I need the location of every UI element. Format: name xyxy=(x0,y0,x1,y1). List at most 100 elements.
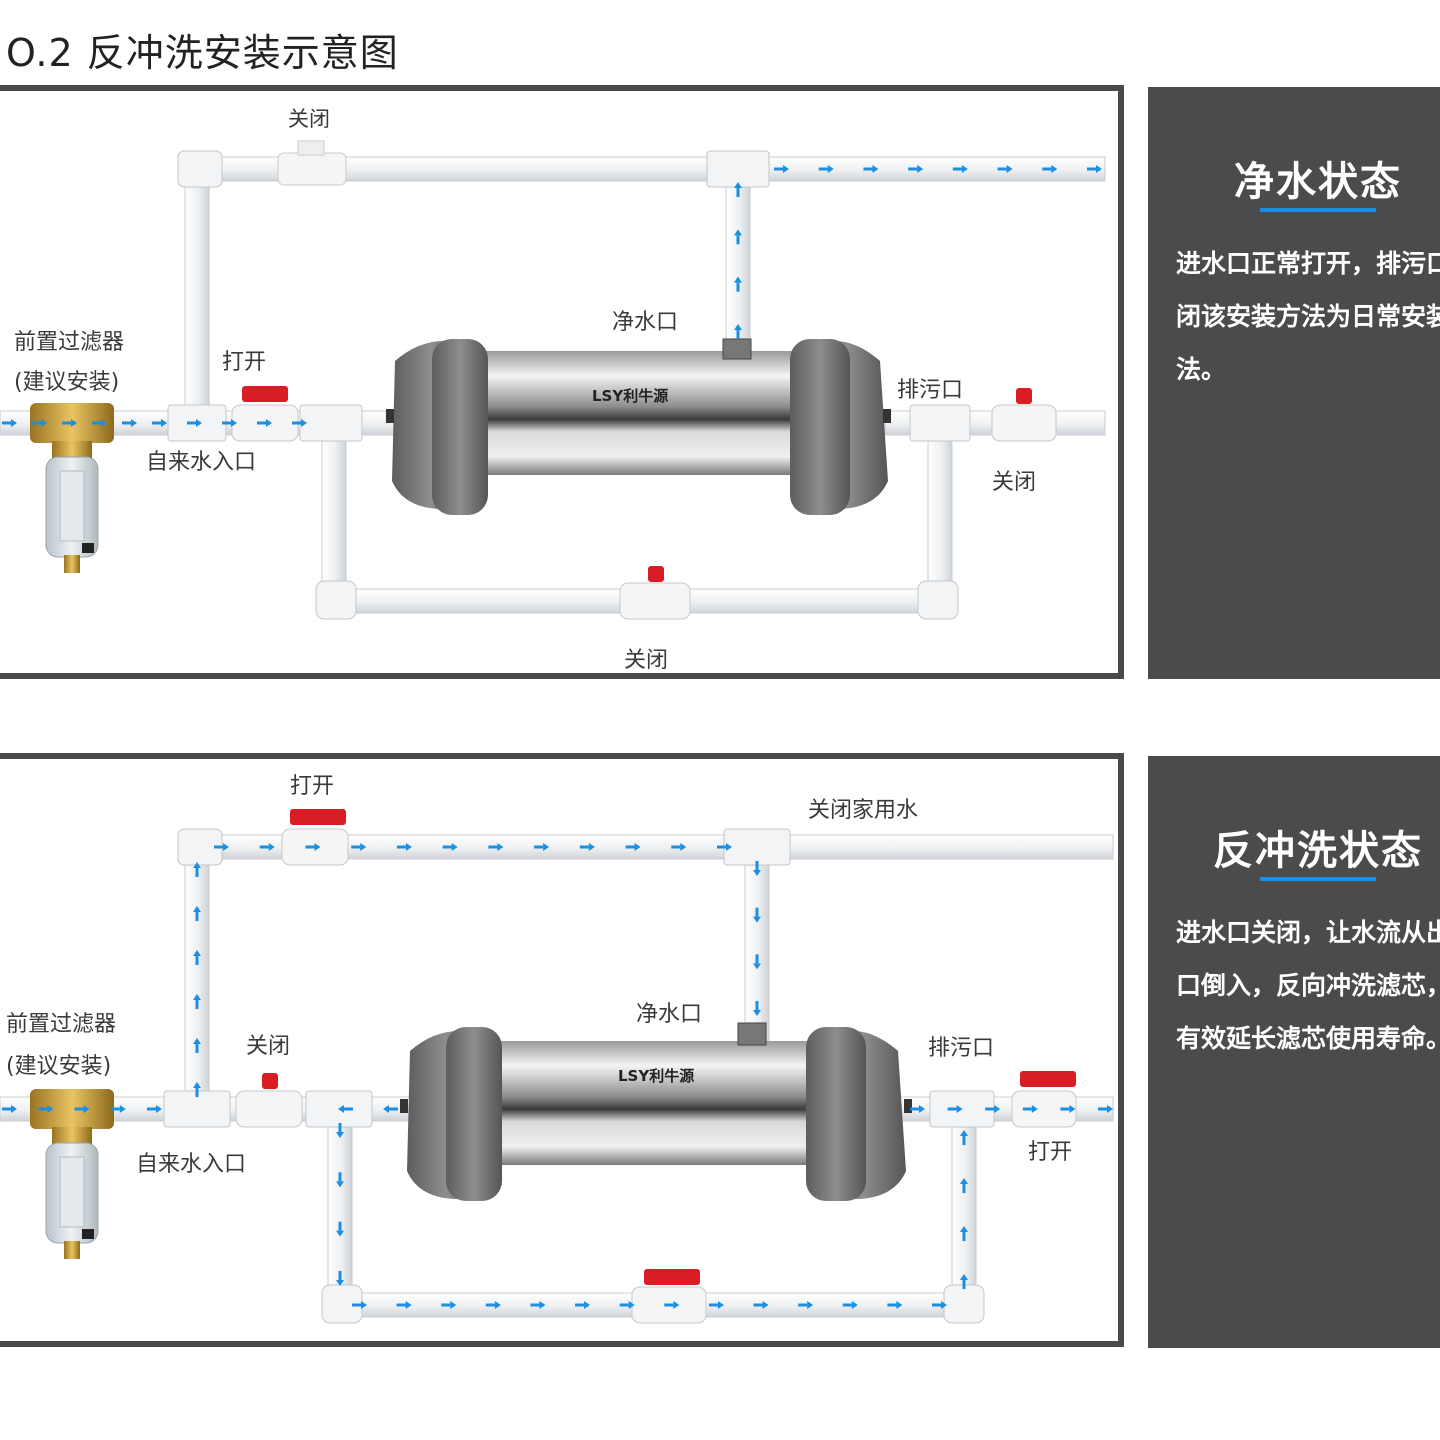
flow-arrow xyxy=(734,276,742,292)
prefilter-device xyxy=(30,403,114,573)
backwash-state-schematic: LSY利牛源 打开 关闭家用水 净水口 前置过滤器 (建议安装) 关闭 自来水入… xyxy=(0,774,1114,1324)
flow-arrow xyxy=(734,182,742,197)
label-house-water: 关闭家用水 xyxy=(808,798,918,823)
flow-arrow xyxy=(863,165,879,173)
flow-arrow xyxy=(818,165,834,173)
brand-logo: LSY利牛源 xyxy=(618,1067,694,1085)
flow-arrow xyxy=(110,1105,126,1113)
flow-arrow xyxy=(292,419,307,427)
backwash-state-info: 反冲洗状态 进水口关闭，让水流从出水口倒入，反向冲洗滤芯，可有效延长滤芯使用寿命… xyxy=(1148,756,1440,1348)
flow-arrow xyxy=(338,1105,353,1113)
label-prefilter-note: (建议安装) xyxy=(6,1054,111,1079)
valve-drain xyxy=(991,388,1057,442)
flow-arrow xyxy=(717,843,732,851)
label-inlet-valve: 关闭 xyxy=(246,1034,290,1059)
flow-arrow xyxy=(488,843,504,851)
flow-arrow xyxy=(534,843,550,851)
flow-arrow xyxy=(122,419,137,427)
flow-arrow xyxy=(193,906,201,921)
valve-bottom xyxy=(631,1269,707,1324)
flow-arrow xyxy=(92,419,107,427)
main-filter: LSY利牛源 xyxy=(386,338,891,515)
flow-arrow xyxy=(960,1226,968,1241)
backwash-state-diagram: LSY利牛源 打开 关闭家用水 净水口 前置过滤器 (建议安装) 关闭 自来水入… xyxy=(0,753,1124,1347)
info-title: 反冲洗状态 xyxy=(1213,828,1423,874)
label-prefilter: 前置过滤器 xyxy=(14,330,124,355)
flow-arrow xyxy=(575,1301,591,1309)
label-tap-inlet: 自来水入口 xyxy=(146,450,256,475)
flow-arrow xyxy=(351,843,367,851)
flow-arrow xyxy=(1042,165,1058,173)
flow-arrow xyxy=(38,1105,54,1113)
flow-arrow xyxy=(753,1301,769,1309)
flow-arrow xyxy=(753,907,761,923)
pipe-fittings xyxy=(167,150,971,620)
valve-drain xyxy=(1011,1071,1077,1128)
flow-arrow xyxy=(774,165,789,173)
flow-arrow xyxy=(214,843,229,851)
label-prefilter-note: (建议安装) xyxy=(14,370,119,395)
flow-arrow xyxy=(1098,1105,1113,1113)
flow-arrow xyxy=(193,1038,201,1053)
flow-arrow xyxy=(62,419,77,427)
flow-arrow xyxy=(985,1105,1001,1113)
page-title: O.2 反冲洗安装示意图 xyxy=(6,31,399,75)
label-clean-outlet: 净水口 xyxy=(612,310,678,335)
info-text: 进水口正常打开，排污口关闭该安装方法为日常安装方法。 xyxy=(1176,249,1440,384)
flow-arrow xyxy=(193,950,201,965)
flow-arrow xyxy=(960,1178,968,1193)
flow-arrow xyxy=(257,419,272,427)
flow-arrow xyxy=(152,419,167,427)
flow-arrow xyxy=(442,843,458,851)
flow-arrow xyxy=(485,1301,501,1309)
info-text: 进水口关闭，让水流从出水口倒入，反向冲洗滤芯，可有效延长滤芯使用寿命。 xyxy=(1176,918,1440,1053)
flow-arrow xyxy=(619,1301,635,1309)
brand-logo: LSY利牛源 xyxy=(592,387,668,405)
flow-arrow xyxy=(187,419,202,427)
flow-arrow xyxy=(336,1172,344,1188)
flow-arrow xyxy=(798,1301,814,1309)
flow-arrow xyxy=(305,843,321,851)
flow-arrow xyxy=(1060,1105,1076,1113)
label-drain-valve: 打开 xyxy=(1028,1140,1072,1165)
label-prefilter: 前置过滤器 xyxy=(6,1012,116,1037)
flow-arrow xyxy=(336,1123,344,1138)
flow-arrow xyxy=(947,1105,963,1113)
label-tap-inlet: 自来水入口 xyxy=(136,1152,246,1177)
flow-arrow xyxy=(396,843,412,851)
flow-arrow xyxy=(997,165,1013,173)
label-top-valve: 打开 xyxy=(290,774,334,799)
label-drain: 排污口 xyxy=(928,1036,994,1061)
flow-arrow xyxy=(734,324,742,339)
flow-arrow xyxy=(1087,165,1102,173)
valve-bottom xyxy=(619,566,691,620)
normal-state-schematic: LSY利牛源 关闭 净水口 前置过滤器 (建议安装) 打开 自来水入口 排污口 … xyxy=(0,107,1106,673)
normal-state-info: 净水状态 进水口正常打开，排污口关闭该安装方法为日常安装方法。 xyxy=(1148,87,1440,679)
normal-state-diagram: LSY利牛源 关闭 净水口 前置过滤器 (建议安装) 打开 自来水入口 排污口 … xyxy=(0,85,1124,679)
flow-arrows xyxy=(2,165,1102,427)
flow-arrow xyxy=(530,1301,546,1309)
valve-inlet xyxy=(231,386,299,442)
flow-arrow xyxy=(887,1301,903,1309)
label-drain-valve: 关闭 xyxy=(992,470,1036,495)
flow-arrow xyxy=(753,1001,761,1016)
flow-arrow xyxy=(579,843,595,851)
valve-inlet xyxy=(235,1073,303,1128)
valve-top xyxy=(277,140,347,186)
info-title: 净水状态 xyxy=(1234,159,1402,205)
flow-arrow xyxy=(708,1301,724,1309)
prefilter-device xyxy=(30,1089,114,1259)
flow-arrow xyxy=(664,1301,680,1309)
flow-arrow xyxy=(734,229,742,245)
main-filter: LSY利牛源 xyxy=(400,1022,912,1201)
flow-arrow xyxy=(2,1105,17,1113)
flow-arrow xyxy=(2,419,17,427)
flow-arrow xyxy=(910,1105,925,1113)
flow-arrow xyxy=(352,1301,367,1309)
flow-arrow xyxy=(259,843,275,851)
label-clean-outlet: 净水口 xyxy=(636,1002,702,1027)
flow-arrow xyxy=(952,165,968,173)
flow-arrow xyxy=(671,843,687,851)
title-underline xyxy=(1260,208,1376,212)
flow-arrow xyxy=(336,1271,344,1286)
